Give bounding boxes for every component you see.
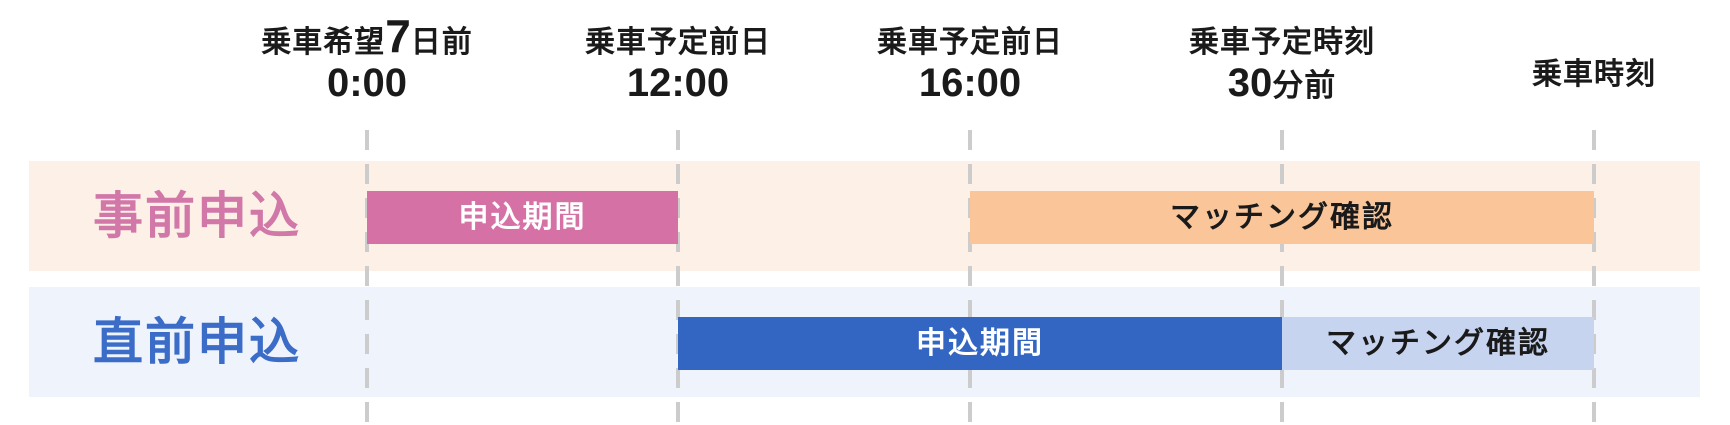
- gridline-ride-time: [1592, 130, 1596, 425]
- axis-title-text: 乗車予定前日: [877, 25, 1063, 59]
- axis-title-text: 乗車予定前日: [585, 25, 771, 59]
- axis-label-7days-before: 乗車希望7日前 0:00: [137, 10, 597, 104]
- axis-time: 12:00: [627, 62, 729, 104]
- gridline-prevday-1200: [676, 130, 680, 425]
- gridline-7days-before: [365, 130, 369, 425]
- axis-label-30min-before: 乗車予定時刻 30分前: [1052, 10, 1512, 104]
- axis-title: 乗車予定前日: [877, 12, 1063, 60]
- axis-title: 乗車希望7日前: [261, 12, 473, 60]
- bar-label: マッチング確認: [1170, 200, 1394, 234]
- row-lastminute-label: 直前申込: [93, 314, 301, 370]
- axis-time: 30分前: [1228, 62, 1337, 104]
- bar-label: マッチング確認: [1326, 326, 1550, 360]
- axis-title: 乗車予定前日: [585, 12, 771, 60]
- axis-label-prevday-1200: 乗車予定前日 12:00: [448, 10, 908, 104]
- axis-time-suffix: 分前: [1272, 68, 1337, 103]
- bar-advance-matching-confirmation: マッチング確認: [970, 191, 1594, 244]
- axis-time-value: 0:00: [326, 61, 408, 105]
- bar-label: 申込期間: [916, 326, 1044, 360]
- axis-title-text: 乗車時刻: [1532, 57, 1656, 91]
- axis-title-text: 乗車予定時刻: [1189, 25, 1375, 59]
- axis-time-value: 30: [1227, 61, 1273, 105]
- axis-time: 16:00: [919, 62, 1021, 104]
- axis-title-big-number: 7: [385, 9, 411, 62]
- axis-time: 0:00: [327, 62, 407, 104]
- bar-lastminute-application-period: 申込期間: [678, 317, 1282, 370]
- gridline-30min-before: [1280, 130, 1284, 425]
- axis-time-value: 12:00: [626, 61, 730, 105]
- gridline-prevday-1600: [968, 130, 972, 425]
- bar-label: 申込期間: [458, 200, 587, 234]
- row-advance-label: 事前申込: [93, 188, 301, 244]
- axis-title-text: 乗車希望: [261, 25, 386, 59]
- axis-label-ride-time: 乗車時刻: [1364, 10, 1730, 104]
- axis-title: 乗車予定時刻: [1189, 12, 1375, 60]
- axis-title: 乗車時刻: [1532, 44, 1656, 92]
- axis-label-prevday-1600: 乗車予定前日 16:00: [740, 10, 1200, 104]
- bar-advance-application-period: 申込期間: [367, 191, 678, 244]
- axis-time-value: 16:00: [918, 61, 1022, 105]
- axis-title-text-suffix: 日前: [410, 25, 473, 59]
- bar-lastminute-matching-confirmation: マッチング確認: [1282, 317, 1594, 370]
